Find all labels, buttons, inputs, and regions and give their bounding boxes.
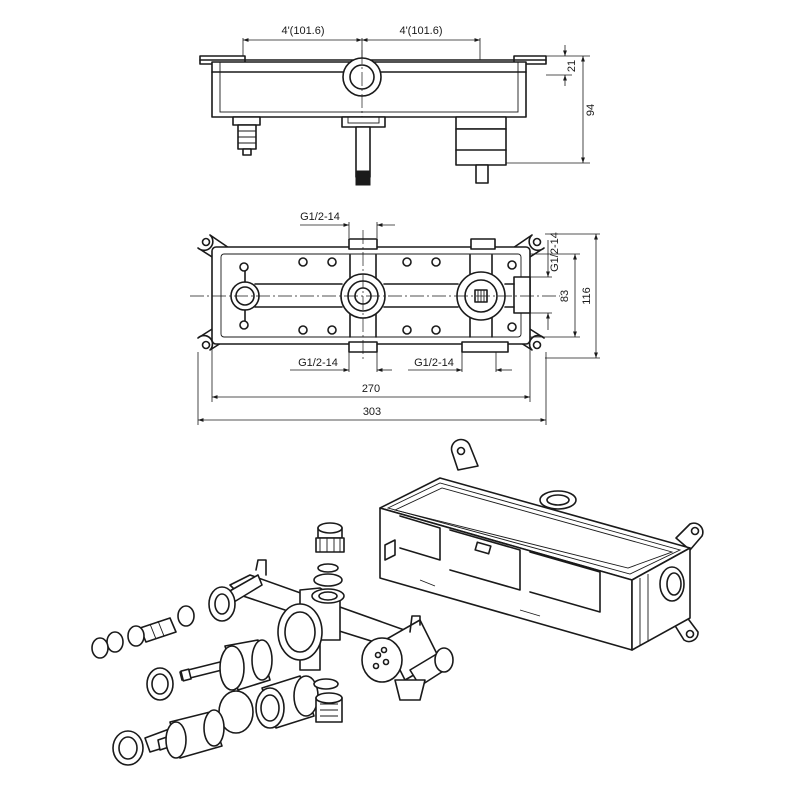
left-fitting-tip — [242, 148, 252, 156]
isometric-housing — [379, 438, 704, 651]
center-stem-base — [341, 116, 386, 128]
top-view: 4'(101.6) 4'(101.6) 21 94 — [199, 25, 597, 186]
o-ring — [313, 678, 339, 690]
iso-ear-top — [450, 438, 479, 471]
thread-label-right: G1/2-14 — [549, 232, 561, 272]
dim-label-left: 4'(101.6) — [281, 25, 324, 37]
o-ring — [317, 563, 339, 573]
o-ring — [106, 631, 124, 653]
part-cartridge — [112, 709, 225, 766]
thread-label-bottom-left: G1/2-14 — [298, 357, 338, 369]
part-bottom-fitting — [315, 692, 343, 723]
thread-label-bottom-right: G1/2-14 — [414, 357, 454, 369]
left-fitting-nut — [232, 116, 261, 126]
center-stem-spline — [355, 170, 371, 186]
o-ring — [313, 573, 343, 587]
dim-label-right: 4'(101.6) — [399, 25, 442, 37]
exploded-view — [91, 522, 454, 766]
o-ring — [91, 637, 109, 659]
cartridge-cap — [455, 116, 507, 130]
part-sleeve — [255, 675, 319, 729]
dim-label-303: 303 — [363, 406, 381, 418]
side-port — [513, 276, 531, 314]
cartridge-stem — [475, 164, 489, 184]
manifold-diverter — [361, 637, 403, 683]
center-stem-shaft — [355, 126, 371, 178]
manifold-port-right — [434, 647, 454, 673]
dim-label-height: 94 — [585, 104, 597, 116]
part-check-valve — [127, 617, 177, 647]
part-diverter-stem — [146, 639, 273, 701]
cartridge-body — [455, 128, 507, 166]
dim-label-flange: 21 — [566, 60, 578, 72]
dim-label-83: 83 — [559, 290, 571, 302]
dim-label-270: 270 — [362, 383, 380, 395]
top-port-right — [470, 238, 496, 250]
screw-holes — [239, 257, 517, 335]
o-ring — [177, 605, 195, 627]
dim-label-116: 116 — [581, 287, 593, 305]
bottom-port-right — [461, 341, 509, 353]
part-top-fitting — [315, 522, 345, 553]
part-manifold — [208, 559, 454, 701]
front-view: G1/2-14 G1/2-14 83 116 G1/2-14 G1/2-14 2 — [190, 211, 600, 425]
thread-label-top: G1/2-14 — [300, 211, 340, 223]
